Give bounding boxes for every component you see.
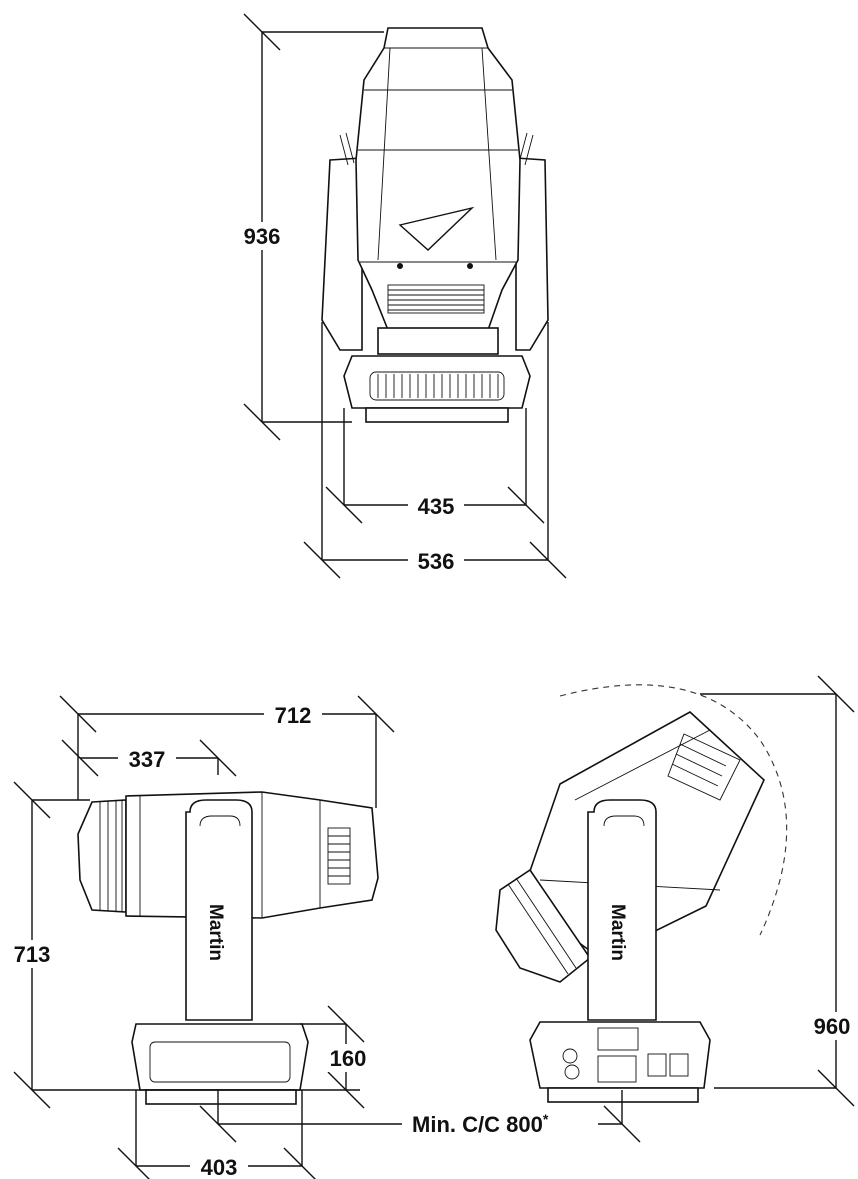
dim-label-bg — [264, 701, 322, 729]
dim-side-depth-label: 337 — [129, 747, 166, 772]
dim-label-bg — [236, 222, 288, 250]
dim-tick — [529, 541, 567, 579]
tilt-rear-vent — [667, 733, 741, 801]
dim-tick — [603, 1105, 641, 1143]
tilt-connector — [669, 1053, 689, 1077]
dim-spacing-label: Min. C/C 800* — [412, 1111, 549, 1137]
side-view: Martin 712 337 713 160 — [4, 695, 395, 1179]
dim-tick — [243, 403, 281, 441]
dim-tick — [199, 1105, 237, 1143]
dim-label-bg — [808, 1012, 858, 1040]
dim-tick — [199, 739, 237, 777]
dim-label-bg — [408, 547, 464, 575]
dim-tick — [507, 486, 545, 524]
side-lens — [77, 799, 127, 913]
front-triangle-logo — [398, 206, 475, 251]
tilt-base-display — [597, 1027, 639, 1051]
tilt-connector — [562, 1048, 578, 1064]
tilt-yoke-handle — [603, 815, 645, 827]
dim-inner-width-label: 435 — [418, 494, 455, 519]
front-screw — [467, 263, 473, 269]
dim-side-height-label: 713 — [14, 942, 51, 967]
dim-tick — [13, 781, 51, 819]
dim-tick — [117, 1147, 150, 1179]
tilt-base — [529, 1021, 711, 1089]
dim-spacing-footnote: * — [543, 1111, 549, 1127]
front-base — [343, 355, 531, 409]
front-neck — [377, 327, 499, 355]
dim-label-bg — [408, 492, 464, 520]
dim-label-bg — [4, 940, 60, 968]
dim-base-height-label: 160 — [330, 1046, 367, 1071]
dim-tick — [817, 1069, 855, 1107]
front-base-grille — [369, 371, 505, 401]
front-yoke-right — [515, 157, 549, 351]
dim-tick — [283, 1147, 316, 1179]
front-head-vent — [387, 284, 485, 314]
side-yoke-handle — [199, 815, 241, 827]
side-base-foot — [145, 1089, 297, 1105]
front-head-line — [377, 47, 391, 261]
dim-side-length-label: 712 — [275, 703, 312, 728]
side-base-panel — [149, 1041, 291, 1083]
tilted-view: Martin 960 — [495, 675, 858, 1107]
min-spacing-dimension: Min. C/C 800* — [199, 1090, 641, 1143]
side-rear-vent — [327, 827, 351, 885]
dim-tick — [325, 486, 363, 524]
front-screw — [397, 263, 403, 269]
front-handle-left-b — [345, 132, 355, 164]
tilt-connector — [647, 1053, 667, 1077]
dim-label-bg — [118, 745, 176, 773]
side-lens-rings — [99, 800, 123, 912]
dim-label-bg — [402, 1110, 598, 1138]
tilt-brand-logo: Martin — [607, 904, 628, 961]
dim-base-width-label: 403 — [201, 1155, 238, 1179]
dim-label-bg — [326, 1044, 372, 1072]
tilt-base-screen — [597, 1055, 637, 1083]
dim-spacing-value: Min. C/C 800 — [412, 1112, 543, 1137]
tilt-connector — [564, 1064, 580, 1080]
dim-tick — [327, 1005, 365, 1043]
front-handle-left — [339, 134, 349, 166]
dim-outer-width-label: 536 — [418, 549, 455, 574]
side-brand-logo: Martin — [205, 904, 226, 961]
front-head-line — [481, 47, 497, 261]
tilt-swing-arc — [559, 684, 788, 936]
tilt-head-line — [574, 729, 711, 801]
side-base — [131, 1023, 309, 1091]
tilt-yoke — [587, 799, 657, 1021]
tilt-lens-ring — [507, 883, 569, 975]
dim-front-height-label: 936 — [244, 224, 281, 249]
dim-tick — [59, 695, 97, 733]
dim-tick — [327, 1071, 365, 1109]
front-base-foot — [365, 407, 509, 423]
tilt-lens-ring — [515, 877, 577, 969]
front-handle-right — [524, 134, 534, 166]
dim-tick — [243, 13, 281, 51]
side-yoke — [185, 799, 253, 1021]
dim-tilt-height-label: 960 — [814, 1014, 851, 1039]
dim-tick — [61, 739, 99, 777]
dim-tick — [303, 541, 341, 579]
dim-tick — [817, 675, 855, 713]
dim-label-bg — [190, 1153, 248, 1179]
dim-tick — [357, 695, 395, 733]
front-view: 936 435 536 — [236, 13, 567, 579]
tilt-base-foot — [547, 1087, 699, 1103]
dim-tick — [13, 1071, 51, 1109]
